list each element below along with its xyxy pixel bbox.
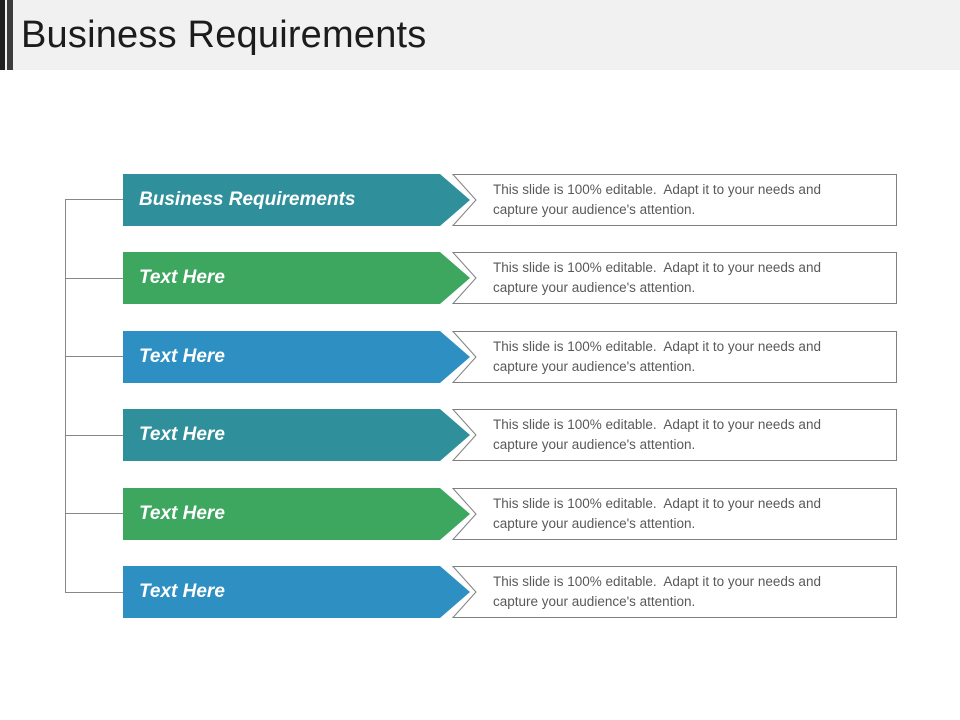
left-accent-bar-dark	[0, 0, 5, 70]
description-line-2: capture your audience's attention.	[493, 202, 696, 217]
arrow-shape: Text Here	[123, 488, 470, 540]
page-title: Business Requirements	[21, 13, 427, 56]
description-line-2: capture your audience's attention.	[493, 437, 696, 452]
process-row-2: Text Here This slide is 100% editable. A…	[123, 252, 897, 304]
connector-branch-4	[65, 435, 123, 436]
connector-branch-6	[65, 592, 123, 593]
arrow-shape: Business Requirements	[123, 174, 470, 226]
arrow-label: Text Here	[139, 346, 225, 367]
description-text: This slide is 100% editable. Adapt it to…	[493, 572, 821, 612]
connector-branch-1	[65, 199, 123, 200]
arrow-shape: Text Here	[123, 566, 470, 618]
description-line-1: This slide is 100% editable. Adapt it to…	[493, 417, 821, 432]
arrow-label: Text Here	[139, 503, 225, 524]
process-row-3: Text Here This slide is 100% editable. A…	[123, 331, 897, 383]
description-box-shape	[451, 566, 897, 618]
description-line-2: capture your audience's attention.	[493, 359, 696, 374]
connector-vertical-line	[65, 200, 66, 592]
arrow-label: Text Here	[139, 424, 225, 445]
description-text: This slide is 100% editable. Adapt it to…	[493, 494, 821, 534]
process-row-1: Business Requirements This slide is 100%…	[123, 174, 897, 226]
description-line-2: capture your audience's attention.	[493, 280, 696, 295]
description-line-1: This slide is 100% editable. Adapt it to…	[493, 574, 821, 589]
description-box-shape	[451, 409, 897, 461]
description-box-shape	[451, 488, 897, 540]
process-row-4: Text Here This slide is 100% editable. A…	[123, 409, 897, 461]
process-row-5: Text Here This slide is 100% editable. A…	[123, 488, 897, 540]
description-line-1: This slide is 100% editable. Adapt it to…	[493, 260, 821, 275]
arrow-label: Text Here	[139, 581, 225, 602]
arrow-label: Business Requirements	[139, 189, 356, 210]
connector-branch-2	[65, 278, 123, 279]
description-text: This slide is 100% editable. Adapt it to…	[493, 180, 821, 220]
description-text: This slide is 100% editable. Adapt it to…	[493, 415, 821, 455]
connector-branch-5	[65, 513, 123, 514]
description-box-shape	[451, 252, 897, 304]
description-line-2: capture your audience's attention.	[493, 516, 696, 531]
description-box-shape	[451, 331, 897, 383]
connector-branch-3	[65, 356, 123, 357]
description-line-1: This slide is 100% editable. Adapt it to…	[493, 182, 821, 197]
left-accent-bar-gray	[7, 0, 13, 70]
description-line-1: This slide is 100% editable. Adapt it to…	[493, 496, 821, 511]
arrow-shape: Text Here	[123, 331, 470, 383]
process-row-6: Text Here This slide is 100% editable. A…	[123, 566, 897, 618]
header-band: Business Requirements	[0, 0, 960, 70]
description-box-shape	[451, 174, 897, 226]
arrow-shape: Text Here	[123, 409, 470, 461]
description-text: This slide is 100% editable. Adapt it to…	[493, 337, 821, 377]
description-line-2: capture your audience's attention.	[493, 594, 696, 609]
arrow-shape: Text Here	[123, 252, 470, 304]
description-line-1: This slide is 100% editable. Adapt it to…	[493, 339, 821, 354]
arrow-label: Text Here	[139, 267, 225, 288]
description-text: This slide is 100% editable. Adapt it to…	[493, 258, 821, 298]
